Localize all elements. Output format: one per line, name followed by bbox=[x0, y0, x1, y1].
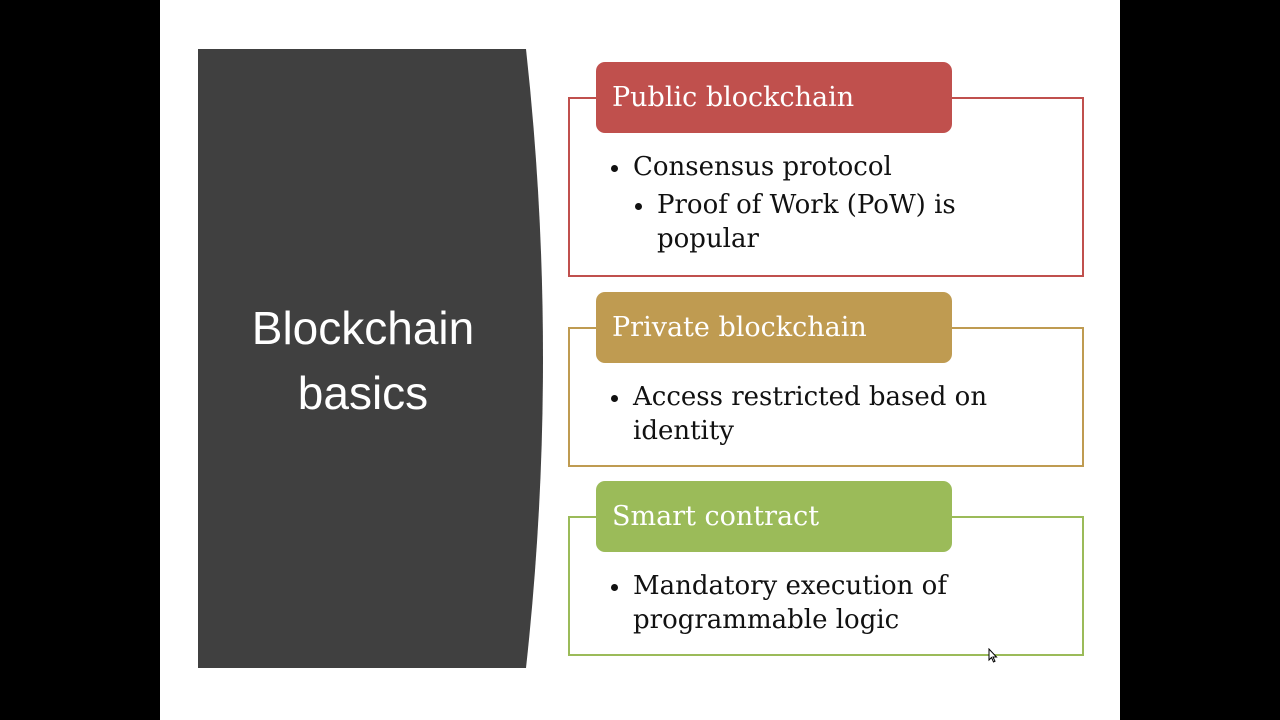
title-panel-shape bbox=[198, 49, 543, 668]
bullet-item: Access restricted based on identity bbox=[608, 380, 1028, 448]
mouse-cursor-icon bbox=[988, 648, 998, 663]
bullet-list: Mandatory execution of programmable logi… bbox=[608, 569, 1028, 637]
card-header: Smart contract bbox=[596, 481, 952, 552]
bullet-list: Consensus protocol Proof of Work (PoW) i… bbox=[608, 150, 1028, 256]
title-panel: Blockchain basics bbox=[198, 49, 548, 668]
slide: Blockchain basics Public blockchain Cons… bbox=[160, 0, 1120, 720]
card-header: Public blockchain bbox=[596, 62, 952, 133]
sub-bullet-item: Proof of Work (PoW) is popular bbox=[632, 188, 1028, 256]
slide-title-line2: basics bbox=[297, 366, 429, 419]
bullet-list: Access restricted based on identity bbox=[608, 380, 1028, 448]
bullet-item: Mandatory execution of programmable logi… bbox=[608, 569, 1028, 637]
slide-title-line1: Blockchain bbox=[251, 301, 475, 354]
slide-title: Blockchain basics bbox=[198, 49, 528, 668]
card-header: Private blockchain bbox=[596, 292, 952, 363]
bullet-item: Consensus protocol bbox=[608, 150, 1028, 184]
